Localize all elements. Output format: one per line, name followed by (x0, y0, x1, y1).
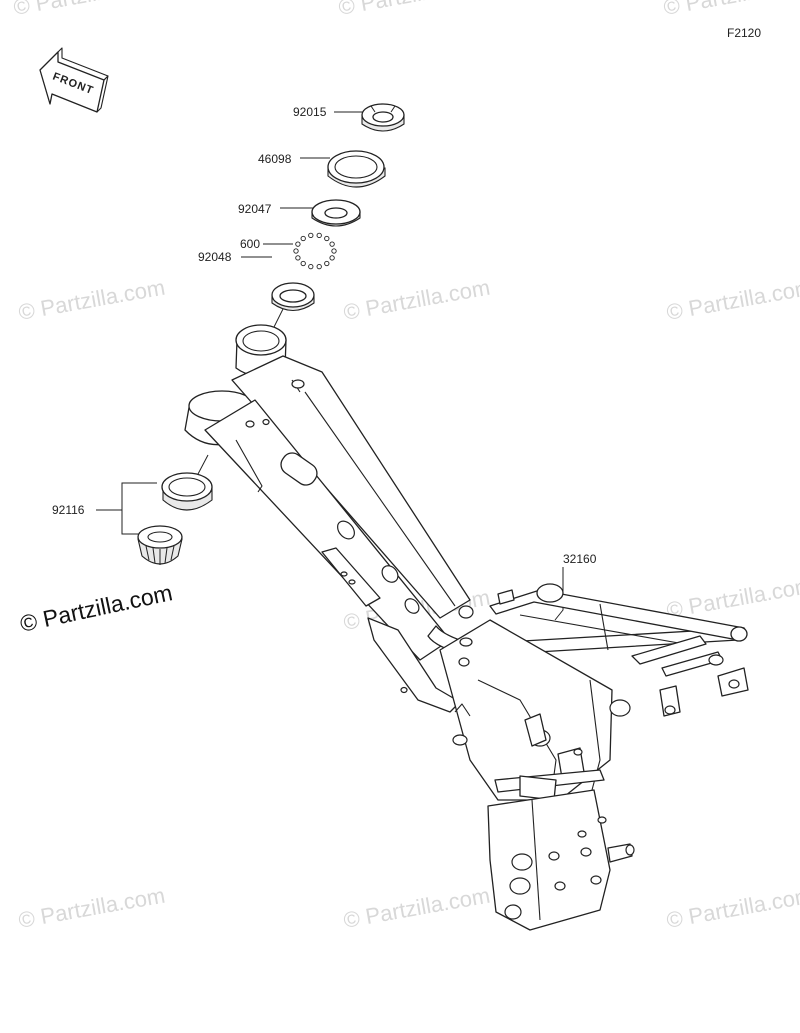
part-92116[interactable]: 92116 (52, 454, 213, 565)
steel-ball (293, 248, 299, 254)
steel-ball (308, 232, 314, 239)
watermark: © Partzilla.com (665, 275, 800, 325)
watermark: © Partzilla.com (665, 883, 800, 933)
race-icon (311, 199, 361, 227)
leader-bracket (121, 482, 157, 535)
race-icon (271, 282, 315, 312)
steel-ball (329, 255, 335, 261)
watermark-layer: © Partzilla.com © Partzilla.com © Partzi… (12, 0, 800, 933)
part-number-label: 600 (240, 237, 260, 251)
part-number-label: 92047 (238, 202, 272, 216)
watermark: © Partzilla.com (342, 275, 492, 325)
steel-ball (329, 241, 335, 247)
part-600[interactable]: 600 (240, 232, 337, 270)
locknut-icon (361, 103, 405, 132)
cap-icon (327, 150, 386, 188)
steel-ball (324, 260, 330, 267)
brand-text: © Partzilla.com (18, 579, 175, 637)
taper-bearing-icon (137, 525, 183, 565)
steel-ball (295, 255, 301, 261)
assembly-line (197, 454, 209, 475)
part-92048[interactable]: 92048 (198, 250, 315, 344)
watermark: © Partzilla.com (12, 0, 162, 20)
front-arrow-icon: FRONT (39, 47, 109, 113)
watermark: © Partzilla.com (665, 573, 800, 623)
figure-code: F2120 (727, 26, 761, 40)
steel-ball (316, 263, 322, 270)
part-46098[interactable]: 46098 (258, 150, 386, 188)
part-number-label: 46098 (258, 152, 292, 166)
bearing-cup-icon (161, 472, 213, 511)
steel-ball (295, 241, 301, 247)
steel-ball (316, 232, 322, 239)
part-92047[interactable]: 92047 (238, 199, 361, 227)
part-92015[interactable]: 92015 (293, 103, 405, 132)
part-32160[interactable]: 32160 (184, 324, 749, 931)
steel-balls-icon (293, 232, 337, 270)
leader-line (554, 567, 564, 621)
watermark: © Partzilla.com (662, 0, 800, 20)
part-number-label: 32160 (563, 552, 597, 566)
watermark: © Partzilla.com (337, 0, 487, 20)
part-number-label: 92048 (198, 250, 232, 264)
frame-drawing (184, 324, 749, 931)
steel-ball (300, 235, 306, 242)
steel-ball (308, 263, 314, 270)
watermark: © Partzilla.com (342, 883, 492, 933)
part-number-label: 92015 (293, 105, 327, 119)
part-number-label: 92116 (52, 503, 85, 517)
steel-ball (331, 248, 337, 254)
watermark: © Partzilla.com (17, 883, 167, 933)
steel-ball (324, 235, 330, 242)
steel-ball (300, 260, 306, 267)
watermark: © Partzilla.com (17, 275, 167, 325)
